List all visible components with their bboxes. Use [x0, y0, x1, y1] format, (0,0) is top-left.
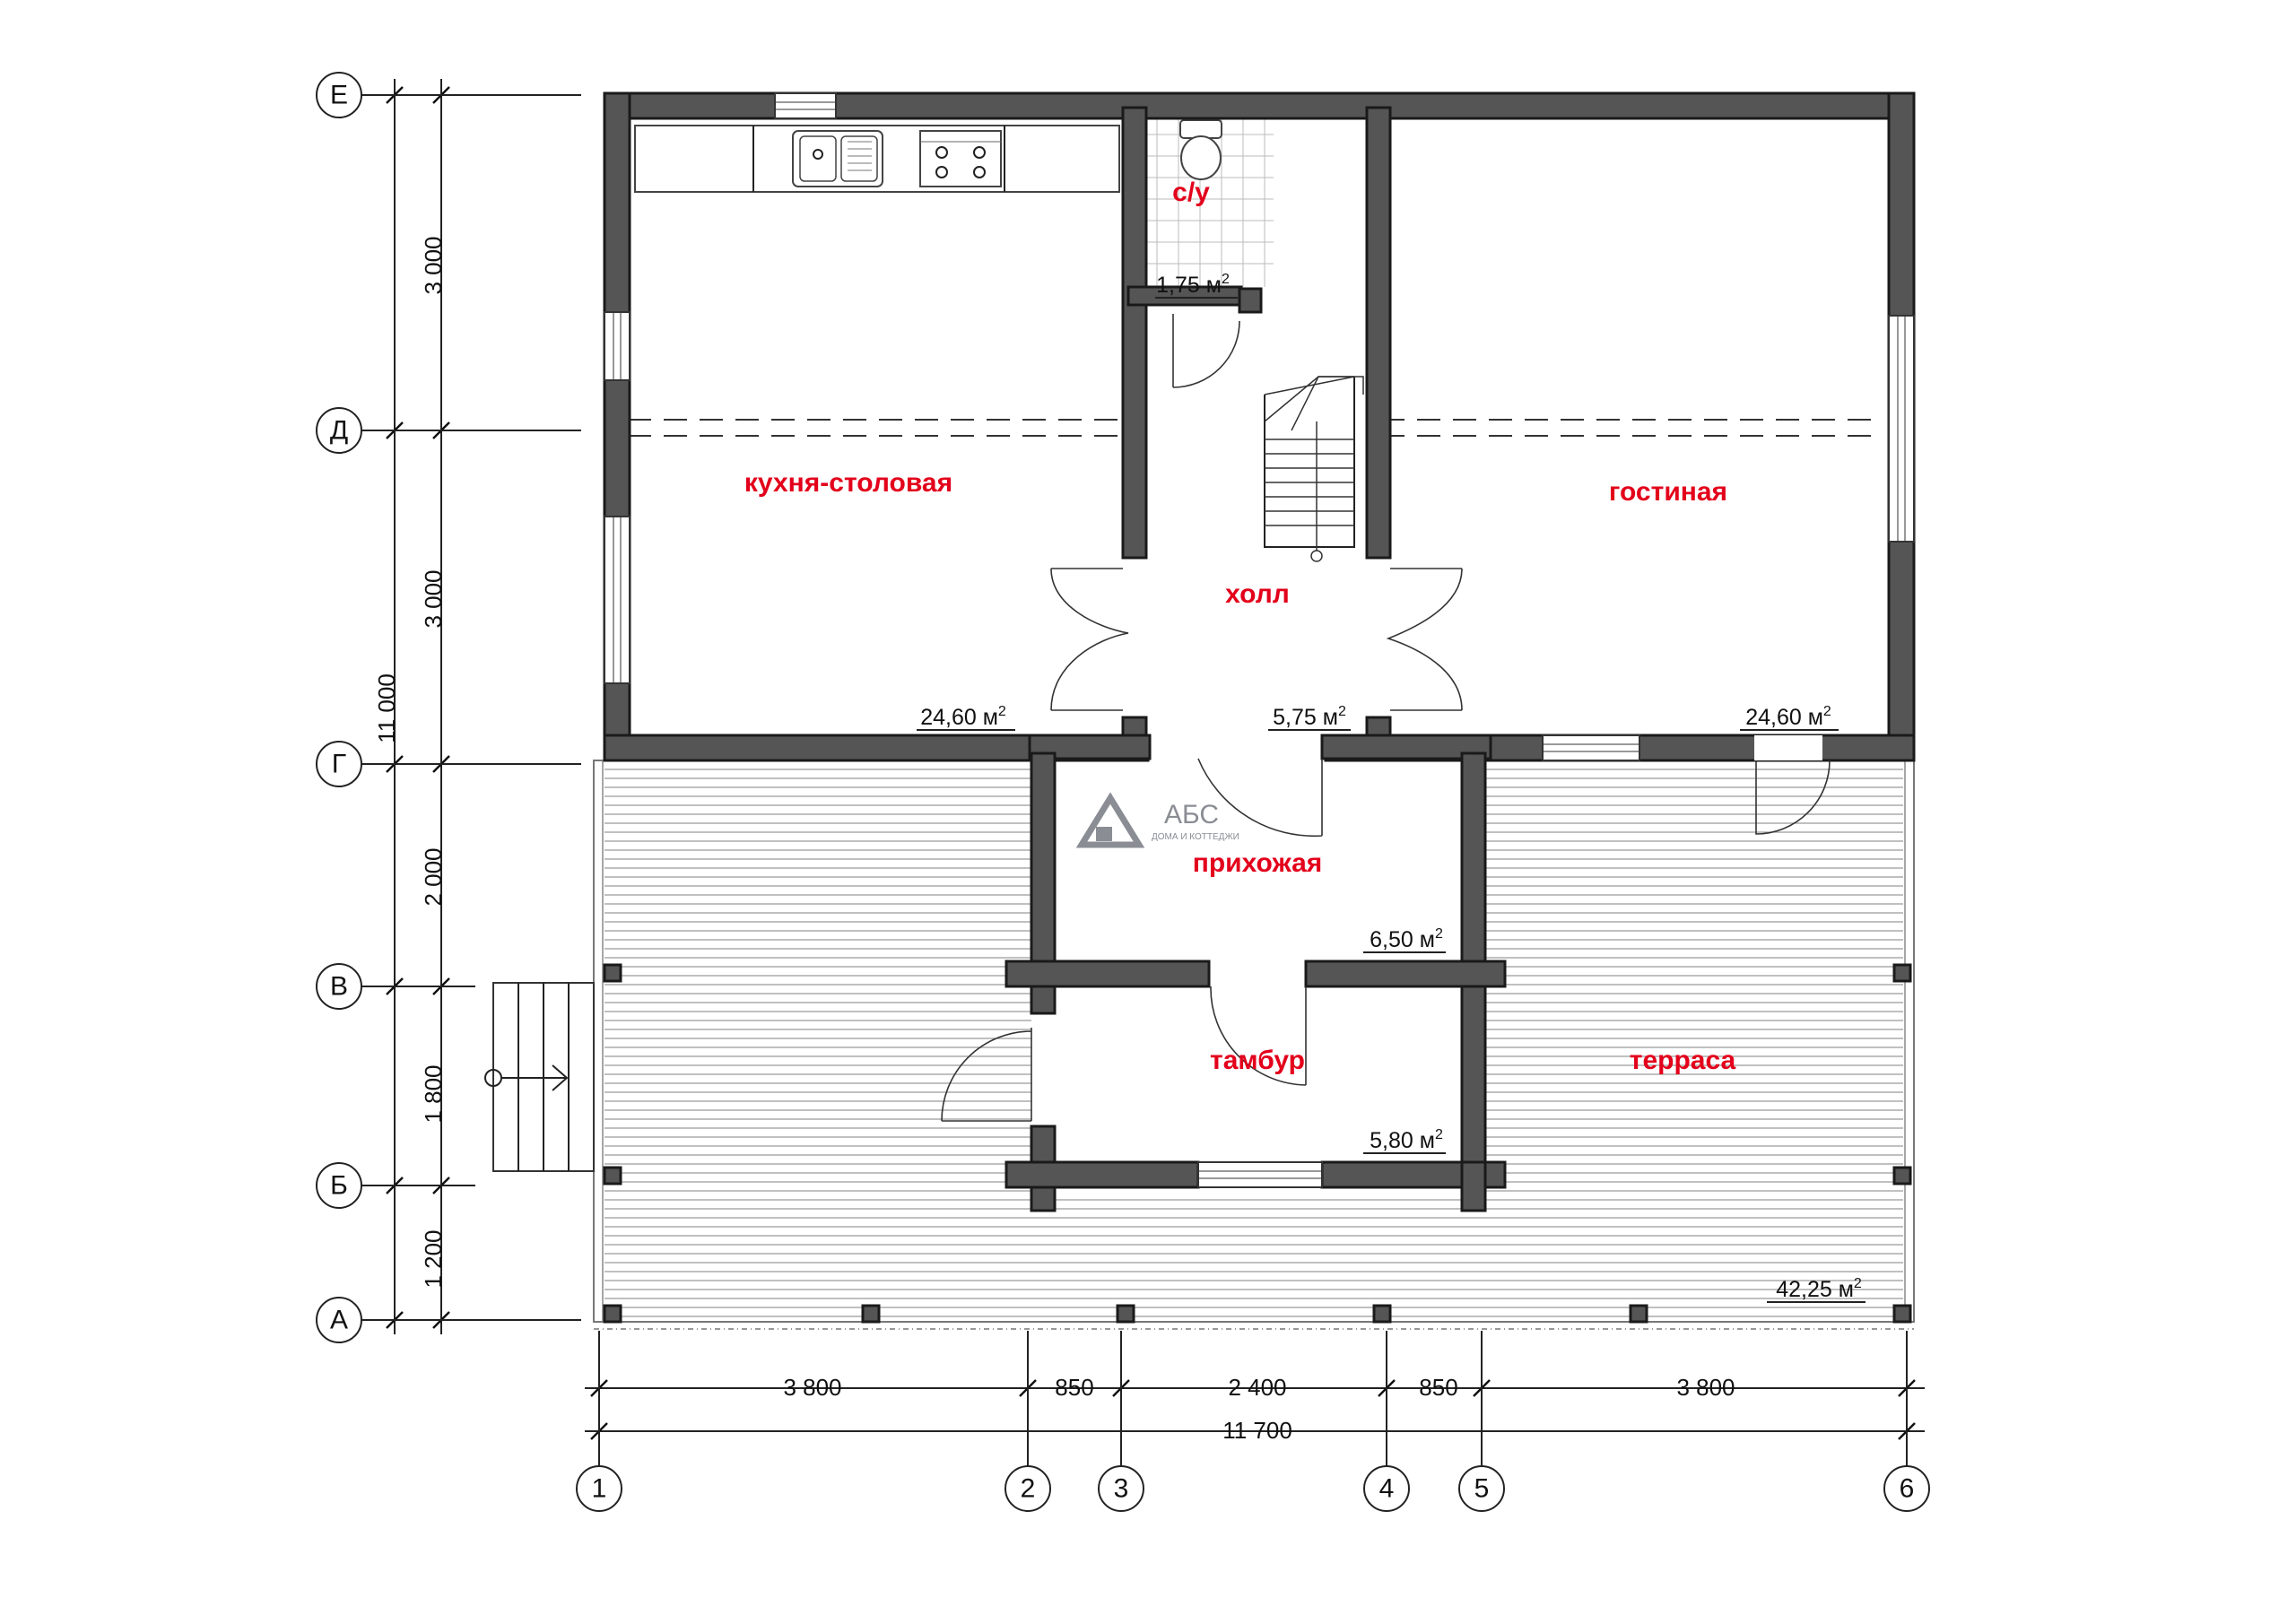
window-kitchen-left-2	[604, 516, 631, 684]
area-value: 6,50 м	[1370, 927, 1435, 952]
doors	[941, 314, 1831, 1122]
svg-text:Г: Г	[332, 750, 346, 779]
svg-text:4: 4	[1379, 1474, 1395, 1504]
svg-text:1,75 м2: 1,75 м2	[1156, 272, 1230, 298]
area-terrace: 42,25 м2	[1767, 1276, 1866, 1303]
svg-text:5: 5	[1474, 1474, 1490, 1504]
interior-stairs	[1264, 376, 1364, 562]
windows	[604, 92, 1915, 1188]
dim-vertical-seg: 3 000	[420, 236, 447, 294]
area-sup: 2	[1435, 926, 1443, 942]
dim-vertical-overall: 11 000	[373, 673, 400, 743]
area-vestibule: 5,80 м2	[1363, 1127, 1446, 1154]
sink-icon	[792, 130, 883, 187]
area-hall: 5,75 м2	[1268, 704, 1351, 731]
room-label-entry: прихожая	[1193, 848, 1323, 878]
house-floor	[604, 93, 1912, 760]
svg-text:2: 2	[1021, 1474, 1036, 1504]
area-value: 5,80 м	[1370, 1128, 1435, 1153]
svg-text:5,75 м2: 5,75 м2	[1273, 704, 1346, 730]
logo-tagline: ДОМА И КОТТЕДЖИ	[1152, 832, 1239, 842]
axis-row-A: А	[316, 1297, 581, 1343]
svg-text:В: В	[330, 972, 348, 1002]
vertical-dimensions: 11 000 3 000 3 000 2 000 1 800 1 200	[373, 79, 454, 1334]
dim-vertical-seg: 1 800	[420, 1064, 447, 1123]
area-sup: 2	[1435, 1127, 1443, 1142]
column-axes: 1 2 3 4 5 6	[576, 1331, 1930, 1512]
area-sup: 2	[1823, 704, 1831, 719]
beam-lines	[628, 419, 1883, 437]
area-living: 24,60 м2	[1740, 704, 1839, 731]
dim-vertical-seg: 1 200	[420, 1229, 447, 1288]
vertical-overall-dim: 11 000	[373, 673, 400, 743]
window-vestibule	[1197, 1161, 1323, 1188]
dim-horizontal-seg: 3 800	[1676, 1374, 1735, 1401]
svg-text:3: 3	[1114, 1474, 1129, 1504]
room-label-bathroom: с/у	[1172, 178, 1210, 207]
dim-vertical-seg: 2 000	[420, 847, 447, 906]
room-label-terrace: терраса	[1630, 1046, 1736, 1075]
svg-text:А: А	[330, 1306, 348, 1335]
axis-row-B: Б	[316, 1162, 475, 1209]
svg-text:6,50 м2: 6,50 м2	[1370, 926, 1443, 952]
area-value: 5,75 м	[1273, 705, 1338, 730]
dim-horizontal-overall: 11 700	[1222, 1417, 1292, 1444]
axis-col-1: 1	[576, 1331, 622, 1512]
dim-vertical-seg: 3 000	[420, 569, 447, 628]
room-label-living: гостиная	[1609, 477, 1727, 507]
horizontal-dimensions: 3 800 850 2 400 850 3 800 11 700	[585, 1374, 1925, 1444]
svg-text:5,80 м2: 5,80 м2	[1370, 1127, 1443, 1153]
svg-text:6: 6	[1900, 1474, 1915, 1504]
dim-horizontal-seg: 850	[1419, 1374, 1457, 1401]
toilet-icon	[1179, 119, 1222, 180]
dim-horizontal-seg: 850	[1055, 1374, 1093, 1401]
area-value: 24,60 м	[920, 705, 998, 730]
kitchen-counter	[634, 125, 1120, 193]
area-entry: 6,50 м2	[1363, 926, 1446, 953]
axis-col-2: 2	[1004, 1331, 1051, 1512]
axis-col-5: 5	[1458, 1331, 1505, 1512]
area-value: 24,60 м	[1745, 705, 1823, 730]
dim-horizontal-seg: 3 800	[783, 1374, 841, 1401]
axis-col-3: 3	[1098, 1331, 1144, 1512]
area-sup: 2	[1222, 272, 1230, 287]
company-logo: АБС ДОМА И КОТТЕДЖИ	[1075, 792, 1239, 848]
row-axes: Е Д Г В Б А	[316, 72, 581, 1343]
area-kitchen: 24,60 м2	[917, 704, 1015, 731]
area-sup: 2	[1338, 704, 1346, 719]
window-living-bottom	[1542, 734, 1640, 761]
axis-col-4: 4	[1363, 1331, 1410, 1512]
logo-name: АБС	[1164, 800, 1219, 829]
axis-row-D: Д	[316, 407, 581, 454]
axis-col-6: 6	[1883, 1331, 1930, 1512]
area-sup: 2	[998, 704, 1006, 719]
svg-text:Д: Д	[330, 416, 348, 446]
area-value: 1,75 м	[1156, 273, 1222, 298]
room-label-vestibule: тамбур	[1210, 1046, 1305, 1075]
area-value: 42,25 м	[1776, 1277, 1854, 1302]
logo-triangle-icon	[1075, 792, 1145, 848]
dim-horizontal-seg: 2 400	[1228, 1374, 1286, 1401]
svg-text:Б: Б	[330, 1171, 348, 1201]
room-label-kitchen: кухня-столовая	[744, 468, 952, 498]
svg-text:42,25 м2: 42,25 м2	[1776, 1276, 1862, 1302]
window-living-right	[1888, 315, 1915, 543]
room-label-hall: холл	[1225, 579, 1290, 609]
svg-text:1: 1	[592, 1474, 607, 1504]
window-kitchen-top	[774, 92, 837, 119]
axis-row-E: Е	[316, 72, 581, 118]
area-sup: 2	[1854, 1276, 1862, 1291]
area-bathroom: 1,75 м2	[1155, 272, 1238, 299]
svg-text:24,60 м2: 24,60 м2	[920, 704, 1006, 730]
svg-text:Е: Е	[330, 81, 348, 110]
entrance-stairs	[484, 982, 595, 1172]
axis-row-V: В	[316, 963, 475, 1010]
stove-icon	[919, 130, 1002, 187]
window-kitchen-left-1	[604, 311, 631, 381]
axis-row-G: Г	[316, 741, 581, 787]
svg-text:24,60 м2: 24,60 м2	[1745, 704, 1831, 730]
